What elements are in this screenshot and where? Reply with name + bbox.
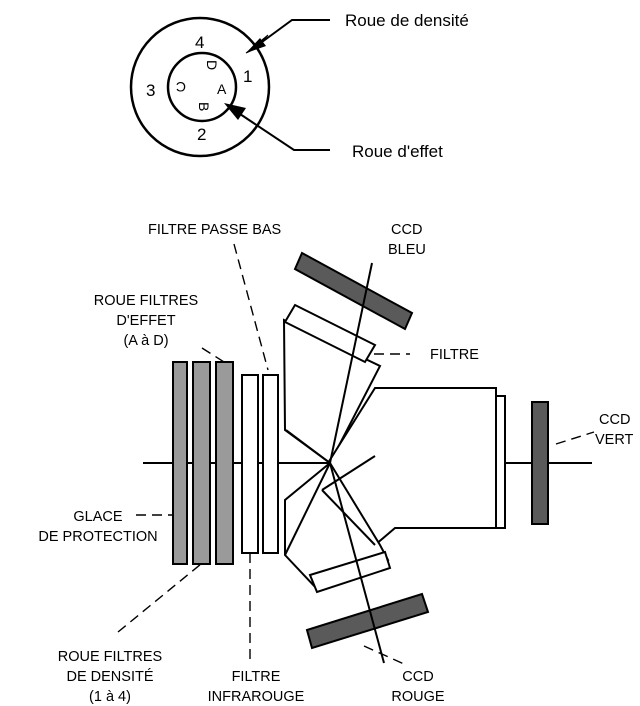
low-pass-filter: [262, 374, 279, 554]
prism-inner-edge-2: [321, 455, 376, 491]
label-protection-glass-2: DE PROTECTION: [38, 529, 157, 545]
prism-inner-edge-3: [321, 489, 376, 546]
label-ccd-blue-1: CCD: [391, 222, 422, 238]
ccd-green: [531, 401, 549, 525]
density-number-1: 1: [243, 67, 252, 86]
effect-wheel-inner: [166, 51, 238, 123]
leader-low-pass: [233, 243, 269, 371]
label-filter: FILTRE: [430, 347, 479, 363]
effect-wheel-arrowhead: [224, 103, 246, 120]
leader-density-wheel: [117, 563, 202, 633]
effect-wheel-leader: [239, 113, 330, 151]
effect-letter-c: C: [176, 79, 186, 95]
label-ccd-red-2: ROUGE: [391, 689, 445, 705]
label-density-wheel-1: ROUE FILTRES: [58, 649, 162, 665]
green-lens-step: [495, 395, 506, 529]
density-number-2: 2: [197, 125, 206, 144]
label-ccd-blue-2: BLEU: [388, 242, 426, 258]
label-protection-glass-1: GLACE: [73, 509, 122, 525]
label-low-pass-filter: FILTRE PASSE BAS: [148, 222, 281, 238]
infrared-filter: [241, 374, 259, 554]
red-trim-filter: [308, 550, 392, 594]
optics-assembly: [143, 251, 592, 664]
leader-ccd-red: [363, 645, 405, 665]
red-axis: [329, 462, 385, 664]
label-ccd-red-1: CCD: [402, 669, 433, 685]
protection-glass: [172, 361, 188, 565]
effect-letter-a: A: [217, 81, 227, 97]
density-wheel-label: Roue de densité: [345, 11, 469, 30]
label-ccd-green-1: CCD: [599, 412, 630, 428]
blue-trim-filter: [283, 303, 377, 364]
label-infrared-1: FILTRE: [232, 669, 281, 685]
density-number-3: 3: [146, 81, 155, 100]
effect-letter-d: D: [204, 60, 220, 70]
label-effect-wheel-3: (A à D): [123, 333, 168, 349]
prism-inner-edge-1: [285, 429, 331, 464]
optics-labels: FILTRE PASSE BAS CCD BLEU ROUE FILTRES D…: [38, 222, 633, 705]
leader-ccd-green: [555, 431, 595, 445]
prism-green: [326, 387, 497, 547]
label-effect-wheel-1: ROUE FILTRES: [94, 293, 198, 309]
density-wheel-leader: [261, 19, 330, 43]
ccd-blue: [293, 251, 414, 331]
blue-axis: [329, 262, 373, 464]
label-density-wheel-2: DE DENSITÉ: [66, 668, 153, 685]
effect-wheel-label: Roue d'effet: [352, 142, 443, 161]
label-ccd-green-2: VERT: [595, 432, 634, 448]
density-filter-wheel: [192, 361, 211, 565]
prism-inner-edge-4: [284, 462, 331, 556]
density-wheel-arrowhead-fill: [246, 38, 266, 53]
leader-effect-wheel: [201, 347, 225, 363]
wheel-diagram: 4 1 3 2 A B C D Roue de densité Roue d'e…: [129, 11, 469, 161]
label-effect-wheel-2: D'EFFET: [116, 313, 175, 329]
density-number-4: 4: [195, 33, 204, 52]
ccd-red: [305, 592, 430, 650]
effect-filter-wheel: [215, 361, 234, 565]
label-infrared-2: INFRAROUGE: [208, 689, 305, 705]
label-density-wheel-3: (1 à 4): [89, 689, 131, 705]
effect-letter-b: B: [196, 102, 212, 111]
leader-lines: [117, 243, 595, 665]
